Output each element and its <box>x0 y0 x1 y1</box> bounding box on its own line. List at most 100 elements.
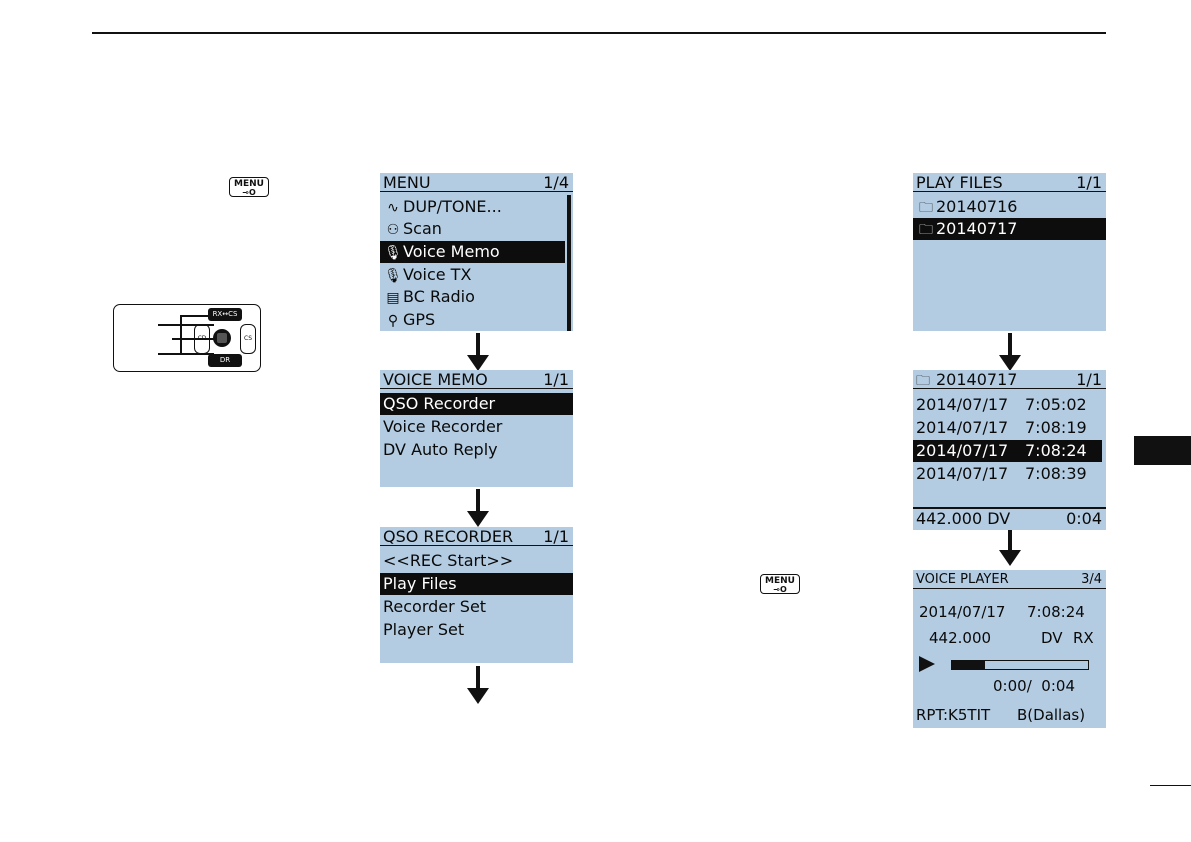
menu-item-label: Voice TX <box>403 265 472 284</box>
screen-title: PLAY FILES 1/1 <box>913 173 1106 192</box>
folder-icon: 🗀 <box>919 200 933 216</box>
menu-key-label: MENU <box>234 179 264 189</box>
menu-item-bc-radio[interactable]: ▤BC Radio <box>380 286 565 308</box>
page-indicator: 1/1 <box>1076 370 1102 389</box>
playback-time: 0:00/ 0:04 <box>993 677 1075 695</box>
down-arrow-icon <box>467 666 489 706</box>
list-item-voice-recorder[interactable]: Voice Recorder <box>383 417 503 436</box>
binoculars-icon: ⚇ <box>386 222 400 238</box>
play-files-screen: PLAY FILES 1/1 🗀20140716 🗀20140717 <box>913 173 1106 331</box>
page-indicator: 1/1 <box>543 527 569 546</box>
folder-icon: 🗀 <box>919 222 933 238</box>
elapsed-time: 0:00 <box>993 677 1027 695</box>
file-time: 7:08:39 <box>1025 464 1087 483</box>
leader-line <box>158 324 214 326</box>
menu-key-icon-2: MENU ⊸O <box>760 574 800 594</box>
file-time: 7:05:02 <box>1025 395 1087 414</box>
page-indicator: 1/1 <box>1076 173 1102 192</box>
footer-divider <box>913 507 1106 509</box>
section-tab <box>1134 436 1191 465</box>
menu-item-label: DUP/TONE... <box>403 197 502 216</box>
file-row[interactable]: 2014/07/17 7:08:39 <box>913 463 1102 485</box>
page-indicator: 1/1 <box>543 370 569 389</box>
menu-item-label: BC Radio <box>403 287 475 306</box>
file-date: 2014/07/17 <box>916 418 1009 437</box>
file-row[interactable]: 2014/07/17 7:05:02 <box>913 394 1102 416</box>
microphone-tx-icon: 🎙 <box>384 268 402 284</box>
gps-icon: ⚲ <box>387 313 399 329</box>
title-text: PLAY FILES <box>916 173 1003 192</box>
title-text: VOICE MEMO <box>383 370 488 389</box>
leader-line <box>180 315 182 355</box>
footer-freq-mode: 442.000 DV <box>916 509 1011 528</box>
footer-status: 442.000 DV 0:04 <box>913 508 1106 530</box>
menu-key-label: MENU <box>765 576 795 586</box>
file-date: 2014/07/17 <box>916 395 1009 414</box>
title-text: QSO RECORDER <box>383 527 514 546</box>
list-item-play-files[interactable]: Play Files <box>380 573 573 595</box>
header-rule <box>92 32 1106 34</box>
list-item-dv-auto-reply[interactable]: DV Auto Reply <box>383 440 498 459</box>
repeater-area: B(Dallas) <box>1017 706 1086 724</box>
leader-line <box>180 315 210 317</box>
file-date: 2014/07/17 <box>916 464 1009 483</box>
play-date: 2014/07/17 <box>919 603 1006 621</box>
playback-progress-fill <box>952 661 985 669</box>
list-item-rec-start[interactable]: <<REC Start>> <box>383 551 514 570</box>
menu-item-voice-tx[interactable]: 🎙Voice TX <box>380 264 565 286</box>
radio-icon: ▤ <box>386 290 400 306</box>
page-indicator: 1/4 <box>543 173 569 192</box>
page-indicator: 3/4 <box>1081 572 1102 587</box>
menu-item-label: GPS <box>403 310 436 329</box>
title-text: VOICE PLAYER <box>916 572 1009 587</box>
play-time: 7:08:24 <box>1027 603 1085 621</box>
screen-title: VOICE PLAYER 3/4 <box>913 570 1106 589</box>
menu-item-scan[interactable]: ⚇Scan <box>380 218 565 240</box>
folder-icon: 🗀 <box>916 373 930 389</box>
folder-item[interactable]: 🗀20140716 <box>913 196 1106 218</box>
down-arrow-icon <box>999 530 1021 570</box>
voice-memo-screen: VOICE MEMO 1/1 QSO Recorder Voice Recorde… <box>380 370 573 487</box>
leader-line <box>158 353 214 355</box>
scrollbar[interactable] <box>567 195 571 331</box>
list-item-recorder-set[interactable]: Recorder Set <box>383 597 487 616</box>
screen-title: QSO RECORDER 1/1 <box>380 527 573 546</box>
leader-line <box>172 338 214 340</box>
folder-label: 20140716 <box>936 197 1018 216</box>
microphone-icon: 🎙 <box>384 245 402 261</box>
menu-item-gps[interactable]: ⚲GPS <box>380 309 565 331</box>
rx-cs-key: RX↔CS <box>208 308 242 321</box>
menu-item-voice-memo[interactable]: 🎙Voice Memo <box>380 241 565 263</box>
menu-item-label: Voice Memo <box>403 242 500 261</box>
down-arrow-icon <box>467 489 489 527</box>
playback-progress-bar[interactable] <box>951 660 1089 670</box>
play-icon[interactable] <box>919 656 935 672</box>
total-time: 0:04 <box>1041 677 1075 695</box>
list-item-player-set[interactable]: Player Set <box>383 620 465 639</box>
menu-item-dup-tone[interactable]: ∿DUP/TONE... <box>380 196 565 218</box>
qso-recorder-screen: QSO RECORDER 1/1 <<REC Start>> Play Files… <box>380 527 573 663</box>
file-time: 7:08:24 <box>1025 441 1087 460</box>
center-key-face <box>217 333 227 343</box>
menu-key-sub: ⊸O <box>773 585 787 594</box>
menu-key-icon: MENU ⊸O <box>229 177 269 197</box>
dr-key: DR <box>208 354 242 367</box>
repeater-callsign: RPT:K5TIT <box>916 706 991 724</box>
page-number-rule <box>1150 785 1191 786</box>
play-mode: DV <box>1041 629 1063 647</box>
folder-item-selected[interactable]: 🗀20140717 <box>913 218 1106 240</box>
remote-keypad-illustration: RX↔CS DR CD CS <box>113 304 261 372</box>
play-direction: RX <box>1073 629 1094 647</box>
footer-duration: 0:04 <box>1066 509 1102 528</box>
list-item-qso-recorder[interactable]: QSO Recorder <box>380 393 573 415</box>
screen-title: VOICE MEMO 1/1 <box>380 370 573 389</box>
cs-key: CS <box>240 324 256 354</box>
down-arrow-icon <box>467 333 489 371</box>
